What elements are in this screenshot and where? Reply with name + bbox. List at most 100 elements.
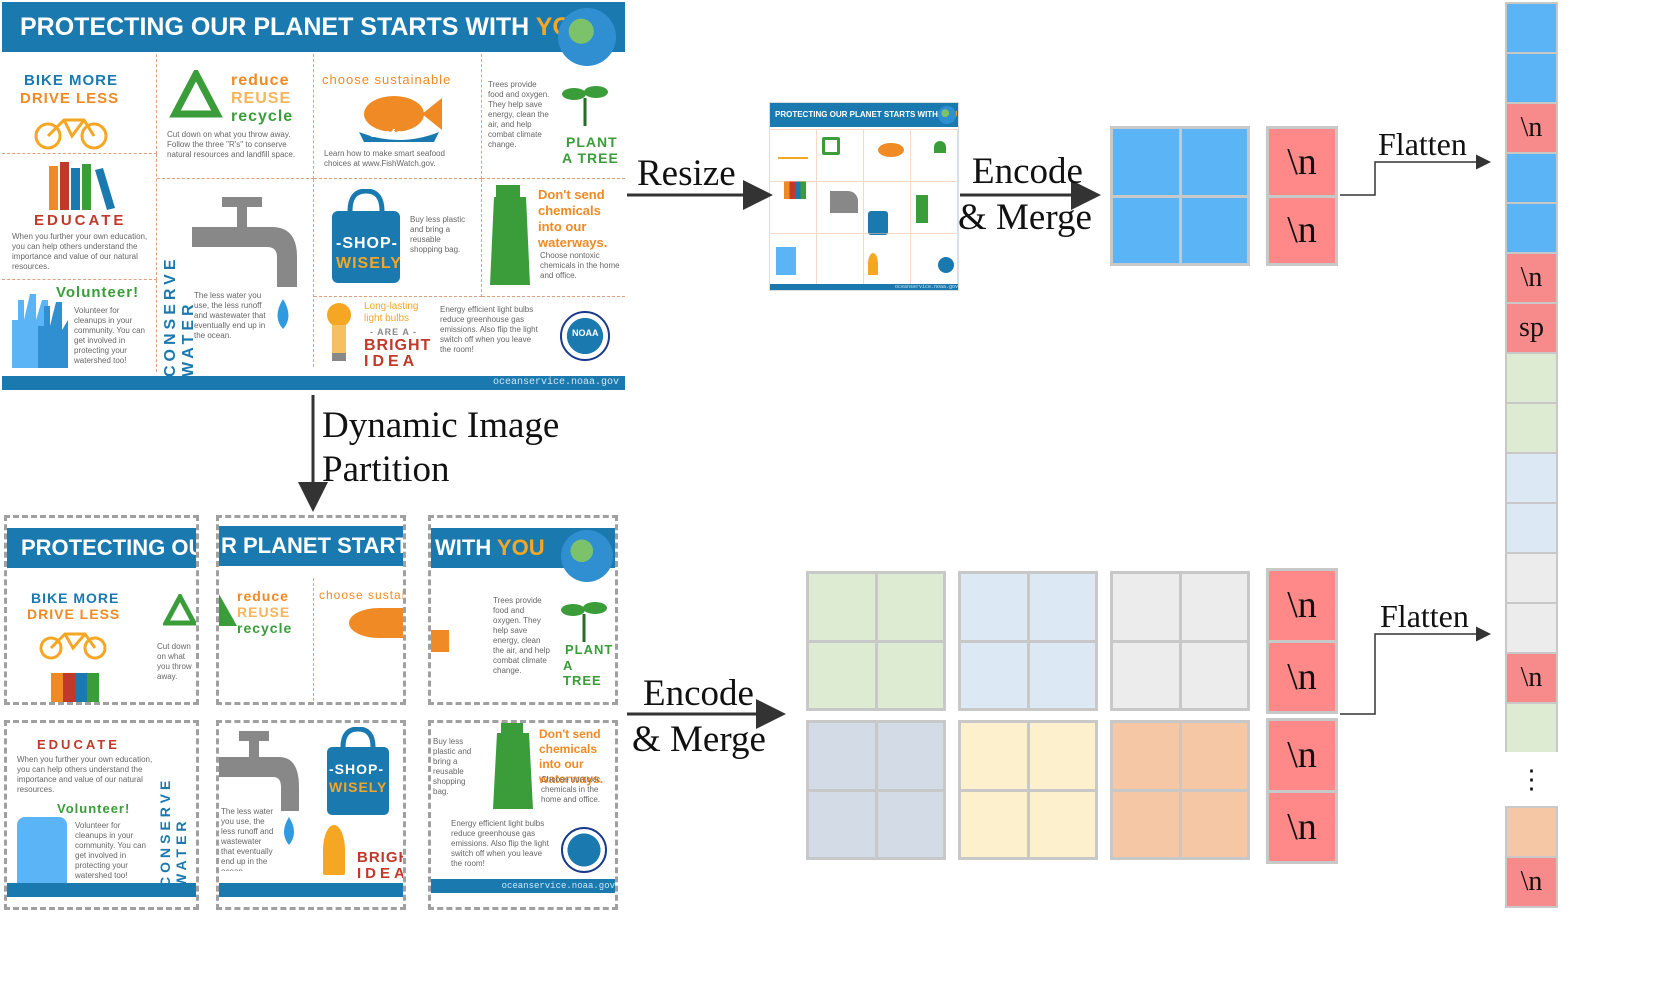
cell-bulbs: Long-lasting light bulbs - ARE A - BRIGH…	[314, 297, 625, 372]
resize-label: Resize	[637, 153, 736, 194]
tile-token	[1181, 791, 1247, 857]
cell-tree: Trees provide food and oxygen. They help…	[482, 54, 625, 179]
tile-5-shop: -SHOP-	[329, 761, 384, 777]
newline-token: \n	[1269, 642, 1335, 711]
seq-tile-token	[1505, 806, 1558, 858]
newline-token: \n	[1269, 129, 1335, 195]
bright-text: BRIGHT	[364, 337, 432, 354]
idea-text: IDEA	[364, 353, 419, 370]
tile-5-water-text: The less water you use, the less runoff …	[221, 807, 274, 871]
bicycle-icon	[34, 118, 108, 150]
fish-icon	[359, 96, 442, 142]
tile-token	[877, 791, 943, 857]
tile-6-noaa-logo	[561, 827, 607, 873]
seafood-description: Learn how to make smart seafood choices …	[324, 149, 445, 168]
tile-2-dashed-divider	[313, 578, 314, 702]
tile-2-fish	[349, 608, 403, 638]
tile-token	[809, 574, 875, 640]
light-bulb-icon	[327, 303, 351, 361]
sprout-icon	[562, 86, 608, 126]
seq-tile-token	[1505, 702, 1558, 754]
books-icon	[49, 162, 115, 210]
tile-2-head: R PLANET STARTS	[219, 526, 403, 566]
tile-5-faucet-icon	[219, 731, 299, 811]
cell-recycle: reduce REUSE recycle Cut down on what yo…	[157, 54, 314, 179]
tile-1-head-text: PROTECTING OU	[21, 535, 199, 560]
seq-newline-token: \n	[1505, 102, 1558, 154]
thumb-headline-text: PROTECTING OUR PLANET STARTS WITH	[775, 110, 938, 119]
reuse-text: REUSE	[231, 90, 292, 107]
seq-ellipsis: ⋮	[1505, 752, 1558, 808]
tile-3-fish-tail	[431, 630, 449, 652]
cell-volunteer: Volunteer! Volunteer for cleanups in you…	[2, 280, 157, 372]
cell-chemicals: Don't send chemicals into our waterways.…	[482, 179, 625, 297]
thumb-footer: oceanservice.noaa.gov	[770, 284, 958, 290]
tile-3-globe-icon	[561, 530, 613, 582]
flatten-top-label: Flatten	[1378, 126, 1467, 162]
global-token	[1113, 129, 1179, 195]
volunteer-text: Volunteer!	[56, 284, 140, 301]
tile-token	[1113, 723, 1179, 789]
chemicals-description: Choose nontoxic chemicals in the home an…	[540, 251, 620, 280]
bulbs-text: Long-lasting light bulbs	[364, 301, 419, 324]
tile-token-grid-4	[806, 720, 946, 860]
tile-3: WITH YOU Trees provide food and oxygen. …	[428, 515, 618, 705]
tile-4-educate-text: When you further your own education, you…	[17, 755, 153, 794]
tile-6-footer: oceanservice.noaa.gov	[431, 879, 615, 893]
a-tree-text: A TREE	[562, 150, 619, 166]
tile-newline-tokens-top: \n \n	[1266, 568, 1338, 714]
recycle-text: recycle	[231, 108, 294, 125]
dont-send-text: Don't send chemicals into our waterways.	[538, 187, 608, 250]
tile-5-bright: BRIGHT	[357, 849, 403, 866]
educate-text: EDUCATE	[34, 212, 127, 229]
tile-token	[961, 642, 1027, 708]
tile-1-drive: DRIVE LESS	[27, 606, 121, 622]
encode-bottom-label: Encode	[643, 673, 754, 714]
thumb-dividers	[770, 129, 958, 285]
tile-5-water-drop-icon	[284, 817, 294, 845]
tile-6-footer-url: oceanservice.noaa.gov	[501, 881, 615, 891]
reduce-description: Cut down on what you throw away. Follow …	[167, 130, 296, 159]
newline-token: \n	[1269, 721, 1335, 790]
globe-icon	[558, 8, 616, 66]
cell-seafood: choose sustainable seafood Learn how to …	[314, 54, 482, 179]
tile-2-head-text: R PLANET STARTS	[221, 533, 406, 558]
tile-token	[1113, 642, 1179, 708]
tile-token	[1029, 642, 1095, 708]
poster-footer: oceanservice.noaa.gov	[2, 376, 625, 390]
merge-top-label: & Merge	[958, 197, 1092, 238]
thumb-footer-url: oceanservice.noaa.gov	[894, 284, 958, 290]
tile-token-grid-5	[958, 720, 1098, 860]
resized-infographic: PROTECTING OUR PLANET STARTS WITH YOU oc…	[769, 102, 959, 291]
encode-top-label: Encode	[972, 151, 1083, 192]
seq-newline-token: \n	[1505, 252, 1558, 304]
water-description: The less water you use, the less runoff …	[194, 291, 266, 340]
tile-6-bulbs-text: Energy efficient light bulbs reduce gree…	[451, 819, 549, 868]
tile-token	[961, 723, 1027, 789]
tile-4-volunteer-text: Volunteer for cleanups in your community…	[75, 821, 147, 880]
tile-2-choose: choose sustainable	[319, 588, 406, 602]
spray-bottle-icon	[490, 185, 530, 285]
plant-text: PLANT	[566, 134, 618, 150]
partition-label-line1: Dynamic Image	[322, 405, 560, 446]
seq-separator-token: sp	[1505, 302, 1558, 354]
tile-token	[1181, 642, 1247, 708]
tile-1-bike: BIKE MORE	[31, 590, 120, 606]
source-infographic: PROTECTING OUR PLANET STARTS WITH YOU BI…	[2, 2, 625, 390]
cell-shop: -SHOP- WISELY Buy less plastic and bring…	[314, 179, 482, 297]
tile-2-reuse: REUSE	[237, 604, 291, 620]
newline-token: \n	[1269, 792, 1335, 861]
seq-global-token	[1505, 52, 1558, 104]
tile-3-plant: PLANT	[565, 642, 614, 657]
shop-text: -SHOP-	[336, 235, 398, 252]
tile-token	[1029, 723, 1095, 789]
flatten-bottom-connector	[1340, 626, 1491, 715]
tile-4: EDUCATE When you further your own educat…	[4, 720, 199, 910]
newline-token: \n	[1269, 571, 1335, 640]
tile-5-bulb	[323, 825, 345, 875]
tile-token	[1181, 574, 1247, 640]
tile-token	[1113, 574, 1179, 640]
seq-tile-token	[1505, 352, 1558, 404]
tile-6-spray-bottle-icon	[493, 723, 533, 809]
